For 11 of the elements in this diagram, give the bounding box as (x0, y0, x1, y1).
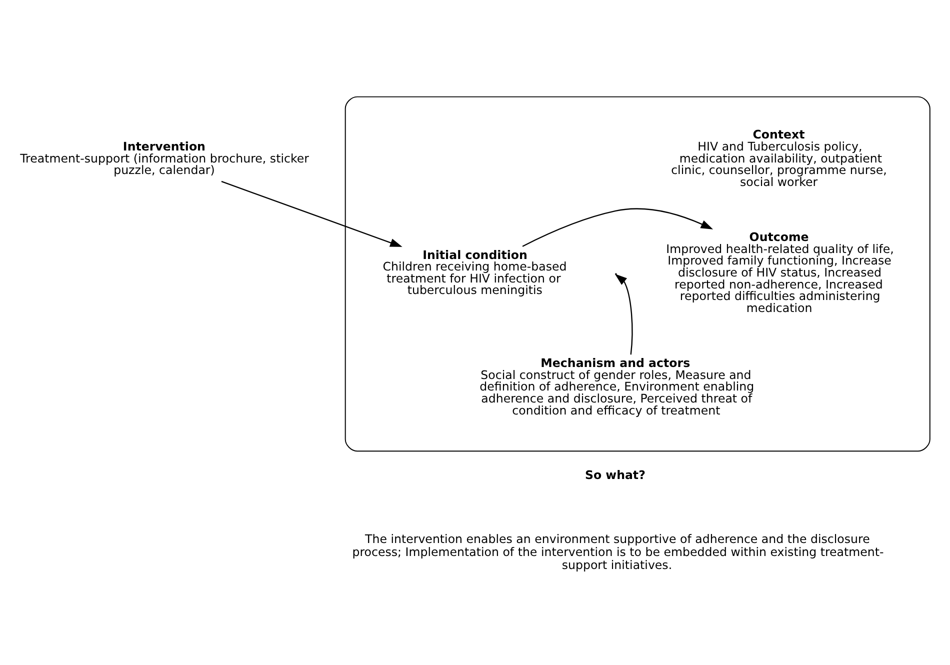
cluster (344, 96, 930, 452)
node-text: Initial condition Children receiving home-based treatment for HIV infection or tuberculous meningitis (382, 248, 567, 298)
node-text: Context HIV and Tuberculosis policy, medication availability, outpatient clinic, counsellor, programme nurse, social worker (671, 128, 887, 189)
node-text: Outcome Improved health-related quality of life, Improved family functioning, Increase disclosure of HIV status, Increased reported non-adherence, Increased reported difficulties administering medication (666, 230, 894, 315)
arrow (221, 180, 402, 247)
label: So what? (584, 468, 646, 482)
label: The intervention enables an environment supportive of adherence and the disclosure process; Implementation of the intervention is to be embedded within existing treatment- support initiatives. (352, 532, 884, 572)
arrow (614, 274, 633, 355)
node-text: Mechanism and actors Social construct of gender roles, Measure and definition of adherence, Environment enabling adherence and disclosure, Perceived threat of condition and efficacy of treatment (480, 356, 754, 418)
arrow (522, 208, 714, 247)
node-text: Intervention Treatment-support (information brochure, sticker puzzle, calendar) (20, 140, 310, 178)
